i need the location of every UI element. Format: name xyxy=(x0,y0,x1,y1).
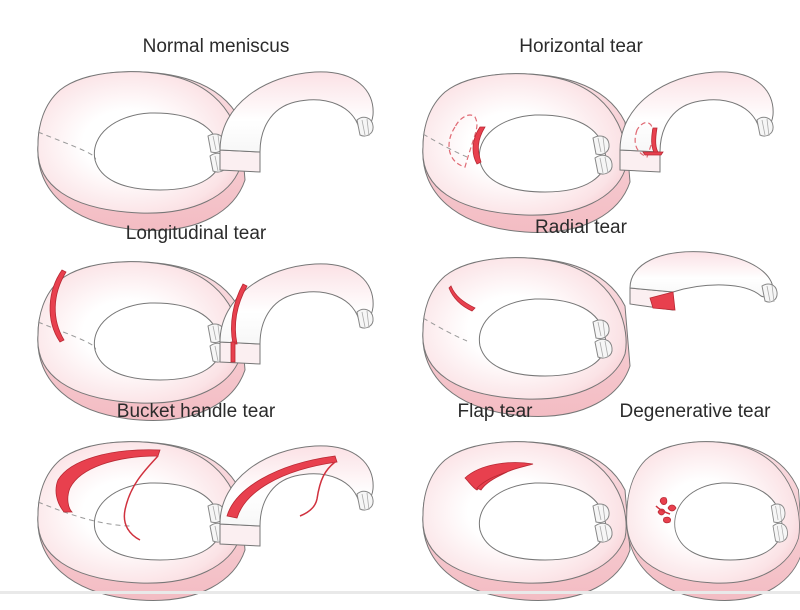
meniscus-half-illustration xyxy=(219,263,374,365)
panel-title: Horizontal tear xyxy=(519,36,643,57)
meniscus-half-illustration xyxy=(619,71,774,173)
meniscus-whole-illustration xyxy=(422,441,631,601)
meniscus-whole-illustration xyxy=(37,261,246,421)
panel-title: Degenerative tear xyxy=(619,401,771,422)
panel-title: Bucket handle tear xyxy=(116,401,276,422)
bottom-border xyxy=(0,591,800,594)
meniscus-radial-half-illustration xyxy=(629,251,778,311)
meniscus-half-illustration xyxy=(219,445,374,547)
meniscus-whole-illustration xyxy=(37,441,246,601)
panel-title: Normal meniscus xyxy=(142,36,290,57)
panel-title: Longitudinal tear xyxy=(125,223,267,244)
meniscus-whole-illustration xyxy=(37,71,246,231)
meniscus-whole-illustration xyxy=(422,73,631,233)
panel-title: Radial tear xyxy=(535,217,627,238)
meniscus-whole-illustration xyxy=(626,441,800,601)
panel-title: Flap tear xyxy=(457,401,533,422)
meniscus-whole-illustration xyxy=(422,257,631,417)
meniscus-half-illustration xyxy=(219,71,374,173)
